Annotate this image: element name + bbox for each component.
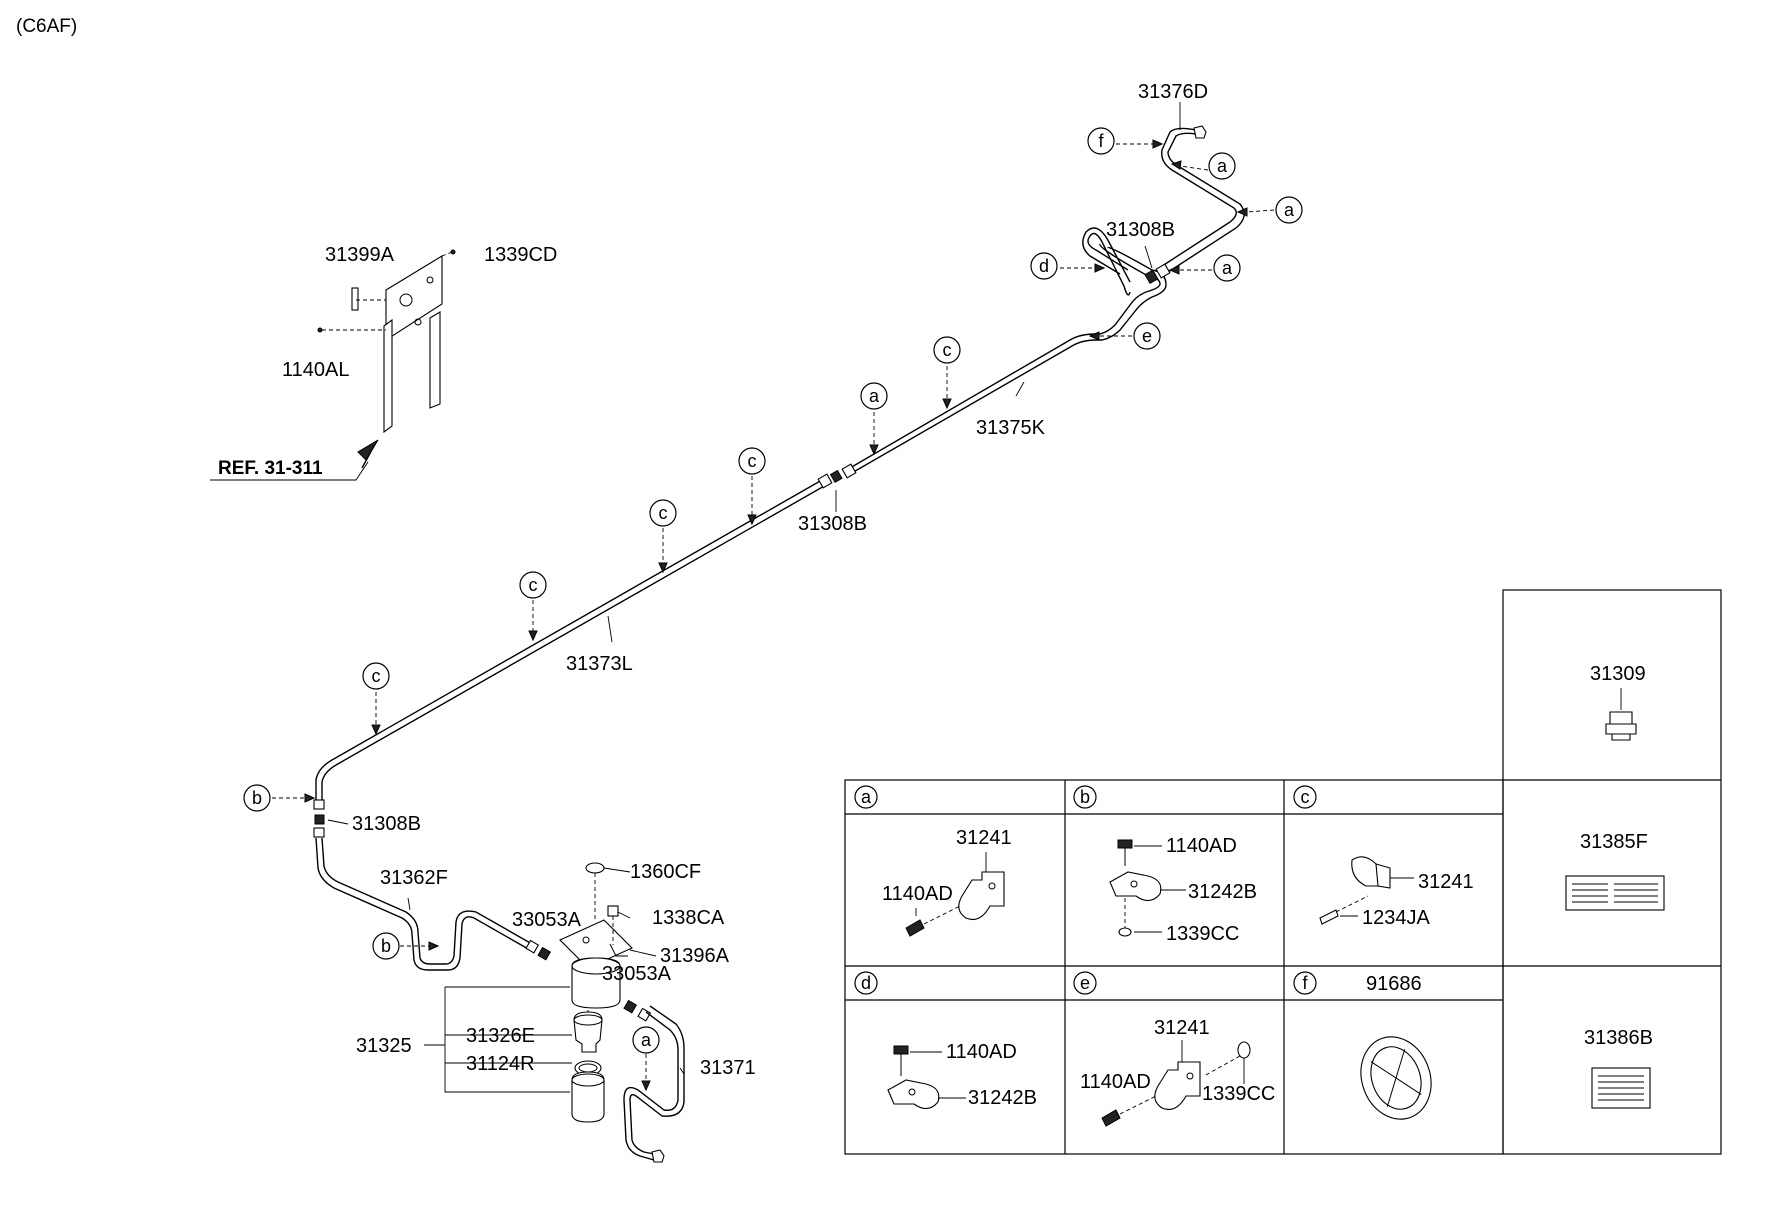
label-31326E: 31326E	[466, 1025, 535, 1047]
fuel-pipe-main	[315, 243, 1167, 805]
svg-text:c: c	[372, 666, 381, 686]
ref-label: REF. 31-311	[218, 458, 323, 479]
svg-text:1140AD: 1140AD	[882, 883, 953, 905]
callout-arrows	[272, 139, 1275, 1092]
svg-text:31309: 31309	[1590, 663, 1646, 685]
callout-f: f	[1087, 127, 1115, 155]
label-1338CA: 1338CA	[652, 907, 725, 929]
leader-lines	[327, 102, 1181, 1075]
label-31376D: 31376D	[1138, 81, 1208, 103]
svg-text:e: e	[1142, 326, 1152, 346]
callout-a: a	[1213, 254, 1241, 282]
label-31308B: 31308B	[1106, 219, 1175, 241]
svg-text:d: d	[861, 973, 871, 993]
legend-side-31309: 31309	[1590, 663, 1646, 741]
svg-text:1140AD: 1140AD	[1080, 1071, 1151, 1093]
svg-text:d: d	[1039, 256, 1049, 276]
svg-text:31241: 31241	[1418, 871, 1474, 893]
legend-table: a 31241 1140AD b 1140AD 31242B 1339CC	[844, 589, 1722, 1155]
callout-circles: f a a a d e c a c c c c b b a	[243, 127, 1303, 1054]
label-33053A: 33053A	[512, 909, 582, 931]
svg-text:f: f	[1098, 131, 1104, 151]
svg-text:c: c	[529, 575, 538, 595]
svg-text:a: a	[869, 386, 880, 406]
svg-text:b: b	[252, 788, 262, 808]
legend-cell-c: c 31241 1234JA	[1293, 785, 1474, 929]
legend-side-31386B: 31386B	[1584, 1027, 1653, 1109]
legend-side-31385F: 31385F	[1565, 831, 1665, 911]
callout-b: b	[243, 784, 271, 812]
pipe-loop-d	[1082, 227, 1131, 296]
svg-text:c: c	[659, 503, 668, 523]
label-31396A: 31396A	[660, 945, 730, 967]
label-31362F: 31362F	[380, 867, 448, 889]
svg-text:f: f	[1302, 973, 1308, 993]
legend-cell-b: b 1140AD 31242B 1339CC	[1073, 785, 1257, 945]
label-31375K: 31375K	[976, 417, 1046, 439]
callout-c: c	[738, 447, 766, 475]
svg-text:b: b	[1080, 787, 1090, 807]
svg-text:c: c	[748, 451, 757, 471]
svg-text:1339CC: 1339CC	[1166, 923, 1239, 945]
model-code: (C6AF)	[16, 16, 78, 37]
svg-text:31241: 31241	[1154, 1017, 1210, 1039]
pipe-31371	[623, 1005, 685, 1163]
svg-text:1140AD: 1140AD	[1166, 835, 1237, 857]
label-31325: 31325	[356, 1035, 412, 1057]
pipe-31362F	[315, 837, 552, 971]
callout-c: c	[362, 662, 390, 690]
svg-text:a: a	[1222, 258, 1233, 278]
svg-text:a: a	[1217, 156, 1228, 176]
svg-text:31241: 31241	[956, 827, 1012, 849]
callout-a: a	[860, 382, 888, 410]
label-31308B: 31308B	[798, 513, 867, 535]
mounting-bracket	[210, 249, 456, 481]
svg-text:1140AD: 1140AD	[946, 1041, 1017, 1063]
svg-text:1339CC: 1339CC	[1202, 1083, 1275, 1105]
label-31124R: 31124R	[466, 1053, 535, 1075]
svg-text:31385F: 31385F	[1580, 831, 1648, 853]
label-1360CF: 1360CF	[630, 861, 701, 883]
callout-a: a	[1208, 152, 1236, 180]
legend-cell-f: f 91686	[1293, 971, 1432, 1120]
svg-text:a: a	[1284, 200, 1295, 220]
svg-text:a: a	[861, 787, 872, 807]
callout-c: c	[933, 336, 961, 364]
label-33053A: 33053A	[602, 963, 672, 985]
svg-text:c: c	[943, 340, 952, 360]
label-1339CD: 1339CD	[484, 244, 557, 266]
legend-cell-d: d 1140AD 31242B	[854, 971, 1037, 1110]
legend-cell-a: a 31241 1140AD	[854, 785, 1012, 937]
svg-text:91686: 91686	[1366, 973, 1422, 995]
callout-d: d	[1030, 252, 1058, 280]
callout-b: b	[372, 932, 400, 960]
pipe-fittings	[313, 263, 1171, 838]
pipe-31376D	[1155, 125, 1245, 277]
callout-a: a	[632, 1026, 660, 1054]
label-31308B: 31308B	[352, 813, 421, 835]
fuel-filter-assembly	[444, 862, 652, 1123]
callout-c: c	[649, 499, 677, 527]
callout-a: a	[1275, 196, 1303, 224]
label-1140AL: 1140AL	[282, 359, 349, 381]
part-labels: 31376D 31308B 31399A 1339CD 1140AL REF. …	[218, 81, 1208, 1079]
svg-text:e: e	[1080, 973, 1090, 993]
svg-text:1234JA: 1234JA	[1362, 907, 1430, 929]
svg-text:c: c	[1301, 787, 1310, 807]
label-31373L: 31373L	[566, 653, 633, 675]
callout-e: e	[1133, 322, 1161, 350]
legend-cell-e: e 31241 1140AD 1339CC	[1073, 971, 1275, 1127]
svg-text:31242B: 31242B	[1188, 881, 1257, 903]
svg-text:b: b	[381, 936, 391, 956]
svg-text:a: a	[641, 1030, 652, 1050]
svg-text:31242B: 31242B	[968, 1087, 1037, 1109]
label-31371: 31371	[700, 1057, 756, 1079]
svg-text:31386B: 31386B	[1584, 1027, 1653, 1049]
label-31399A: 31399A	[325, 244, 395, 266]
callout-c: c	[519, 571, 547, 599]
